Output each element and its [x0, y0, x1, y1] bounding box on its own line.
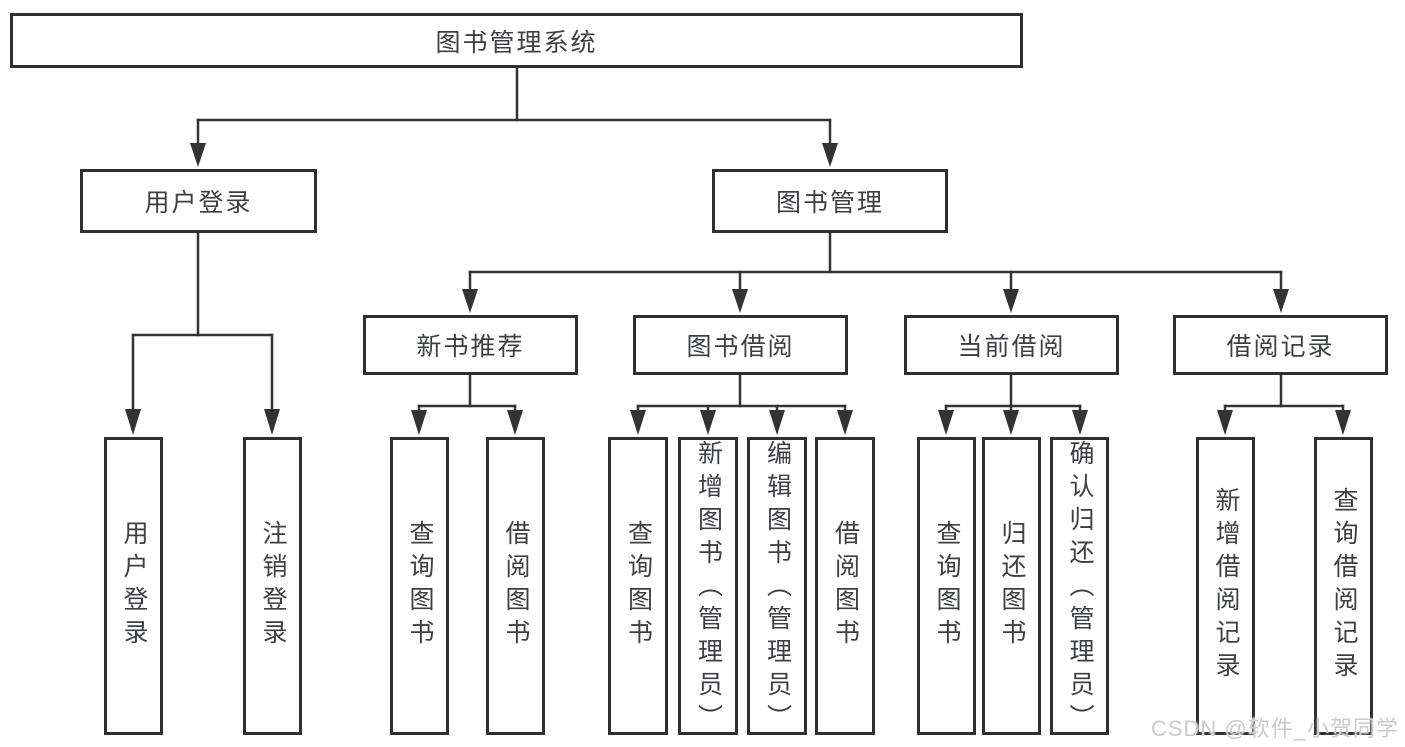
leaf-return-books: 归还图书	[982, 437, 1041, 735]
node-label: 图书借阅	[686, 333, 795, 361]
leaf-label: 注销登录	[259, 520, 287, 652]
node-label: 用户登录	[144, 189, 253, 217]
leaf-add-borrow-record: 新增借阅记录	[1196, 437, 1255, 735]
connector-root-to-level2	[190, 66, 838, 167]
leaf-query-books-current: 查询图书	[917, 437, 976, 735]
leaf-label: 查询图书	[406, 520, 434, 652]
leaf-borrow-books-recommend: 借阅图书	[486, 437, 545, 735]
node-borrow-records: 借阅记录	[1173, 315, 1388, 375]
leaf-label: 查询借阅记录	[1330, 487, 1358, 685]
leaf-label: 新增借阅记录	[1212, 487, 1240, 685]
connector-book-borrow-to-leaves	[630, 373, 853, 435]
csdn-watermark: CSDN @软件_小贺同学	[1150, 716, 1399, 741]
leaf-label: 编辑图书（管理员）	[763, 440, 792, 737]
leaf-label: 新增图书（管理员）	[694, 440, 723, 737]
node-label: 新书推荐	[416, 333, 525, 361]
leaf-borrow-books: 借阅图书	[815, 437, 875, 735]
leaf-label: 用户登录	[120, 520, 148, 652]
leaf-label: 确认归还（管理员）	[1066, 440, 1094, 737]
connector-current-borrow-to-leaves	[938, 373, 1088, 435]
leaf-query-books-borrow: 查询图书	[608, 437, 668, 735]
leaf-label: 归还图书	[998, 520, 1026, 652]
node-label: 当前借阅	[957, 333, 1066, 361]
leaf-user-login: 用户登录	[104, 437, 163, 735]
leaf-confirm-return-admin: 确认归还（管理员）	[1050, 437, 1109, 737]
leaf-logout-login: 注销登录	[243, 437, 302, 735]
leaf-label: 借阅图书	[502, 520, 530, 652]
leaf-label: 查询图书	[933, 520, 961, 652]
node-new-book-recommend: 新书推荐	[363, 315, 578, 375]
connector-book-management-to-level3	[462, 231, 1289, 313]
connector-user-login-to-leaves	[125, 231, 280, 435]
leaf-query-borrow-record: 查询借阅记录	[1314, 437, 1373, 735]
node-current-borrow: 当前借阅	[904, 315, 1119, 375]
node-label: 图书管理	[775, 189, 884, 217]
leaf-label: 借阅图书	[831, 520, 860, 652]
node-label: 图书管理系统	[435, 28, 598, 57]
node-library-management-system: 图书管理系统	[10, 13, 1023, 68]
leaf-add-books-admin: 新增图书（管理员）	[678, 437, 738, 737]
node-label: 借阅记录	[1226, 333, 1335, 361]
connector-borrow-records-to-leaves	[1217, 373, 1351, 435]
leaf-edit-books-admin: 编辑图书（管理员）	[747, 437, 807, 737]
node-book-management: 图书管理	[712, 169, 948, 233]
leaf-label: 查询图书	[624, 520, 653, 652]
node-user-login: 用户登录	[80, 169, 317, 233]
node-book-borrow: 图书借阅	[633, 315, 848, 375]
leaf-query-books-recommend: 查询图书	[390, 437, 449, 735]
connector-new-book-recommend-to-leaves	[411, 373, 523, 435]
